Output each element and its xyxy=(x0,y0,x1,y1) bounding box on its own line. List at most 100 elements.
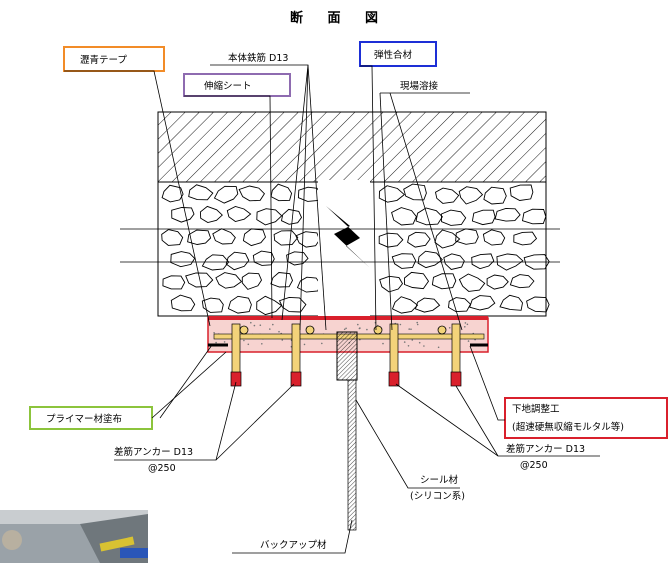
label-pitch-right: @250 xyxy=(520,460,548,471)
aggregate-stone xyxy=(171,207,195,223)
label-anchor-right: 差筋アンカー D13 xyxy=(506,443,585,455)
aggregate-stone xyxy=(407,231,431,248)
aggregate-stone xyxy=(434,187,460,204)
aggregate-stone xyxy=(278,296,307,313)
mortar-speck xyxy=(358,327,361,330)
rebar-anchor xyxy=(450,323,462,387)
aggregate-stone xyxy=(417,250,443,269)
rebar-cross-section xyxy=(373,325,383,335)
aggregate-stone xyxy=(414,297,441,313)
aggregate-stone xyxy=(238,185,265,202)
label-primer: プライマー材塗布 xyxy=(46,413,122,425)
site-photo-thumbnail xyxy=(0,510,148,563)
mortar-speck xyxy=(399,323,402,326)
aggregate-stone xyxy=(523,254,550,270)
label-rebar-main: 本体鉄筋 D13 xyxy=(228,52,288,64)
aggregate-stone xyxy=(185,272,214,288)
sealant-column xyxy=(347,379,357,531)
aggregate-stone xyxy=(415,207,443,226)
aggregate-stone xyxy=(201,254,230,271)
mortar-speck xyxy=(247,343,250,346)
mortar-speck xyxy=(243,339,245,342)
diagram-title: 断 面 図 xyxy=(290,10,388,26)
mortar-speck xyxy=(408,328,411,330)
joint-gap xyxy=(318,180,370,316)
label-elastic: 弾性合材 xyxy=(374,49,413,61)
mortar-speck xyxy=(303,343,306,346)
rebar-anchor xyxy=(388,323,400,387)
aggregate-stone xyxy=(297,186,322,202)
mortar-speck xyxy=(269,328,271,330)
mortar-speck xyxy=(407,345,410,347)
mortar-speck xyxy=(416,321,419,324)
mortar-speck xyxy=(223,341,226,343)
callout-box-base-adjust xyxy=(504,397,668,439)
aggregate-stone xyxy=(256,295,283,316)
mortar-speck xyxy=(423,345,425,347)
aggregate-stone xyxy=(471,253,495,270)
aggregate-stone xyxy=(458,273,486,292)
label-sealant-note: (シリコン系) xyxy=(410,491,465,502)
mortar-speck xyxy=(253,324,256,327)
aggregate-stone xyxy=(440,209,467,226)
aggregate-stone xyxy=(241,272,263,290)
mortar-speck xyxy=(345,327,347,330)
aggregate-stone xyxy=(213,185,239,204)
label-base-adjust: 下地調整工 xyxy=(512,403,560,415)
aggregate-stone xyxy=(226,206,252,222)
label-anchor-left: 差筋アンカー D13 xyxy=(114,446,193,458)
pavement-layer xyxy=(157,111,547,183)
aggregate-stone xyxy=(188,184,214,201)
mortar-speck xyxy=(411,339,414,341)
mortar-speck xyxy=(261,343,263,345)
mortar-speck xyxy=(416,323,419,326)
mortar-speck xyxy=(259,324,262,327)
aggregate-stone xyxy=(187,229,212,245)
aggregate-stone xyxy=(391,207,417,226)
mortar-speck xyxy=(448,327,451,329)
mortar-speck xyxy=(281,339,284,341)
aggregate-stone xyxy=(201,297,224,313)
aggregate-stone xyxy=(212,228,236,245)
mortar-speck xyxy=(418,341,421,344)
label-sealant: シール材 xyxy=(420,474,459,486)
aggregate-stone xyxy=(482,229,506,246)
aggregate-stone xyxy=(404,271,430,290)
rebar-anchor xyxy=(230,323,242,387)
mortar-speck xyxy=(410,328,412,331)
label-backup: バックアップ材 xyxy=(260,539,327,551)
aggregate-stone xyxy=(225,251,250,271)
aggregate-stone xyxy=(242,228,267,247)
mortar-speck xyxy=(403,341,406,343)
aggregate-stone xyxy=(379,275,404,293)
joint-plate xyxy=(336,331,358,381)
aggregate-stone xyxy=(494,208,521,222)
label-asphalt-tape: 瀝青テープ xyxy=(80,54,127,66)
aggregate-stone xyxy=(448,297,472,313)
mortar-speck xyxy=(321,342,323,345)
aggregate-stone xyxy=(431,273,457,290)
aggregate-stone xyxy=(499,294,523,311)
aggregate-stone xyxy=(458,186,484,205)
aggregate-stone xyxy=(170,294,196,312)
aggregate-stone xyxy=(443,253,465,270)
rebar-cross-section xyxy=(305,325,315,335)
callout-box-elastic xyxy=(359,41,437,67)
aggregate-stone xyxy=(509,274,535,289)
aggregate-stone xyxy=(378,232,404,248)
aggregate-stone xyxy=(227,295,252,314)
aggregate-stone xyxy=(509,184,534,201)
aggregate-stone xyxy=(273,230,299,246)
aggregate-stone xyxy=(391,296,419,314)
aggregate-stone xyxy=(252,250,275,266)
mortar-speck xyxy=(357,323,359,326)
mortar-speck xyxy=(382,342,384,345)
mortar-speck xyxy=(215,341,217,344)
aggregate-stone xyxy=(378,185,406,203)
rebar-cross-section xyxy=(239,325,249,335)
aggregate-stone xyxy=(486,274,509,290)
aggregate-stone xyxy=(483,186,507,205)
mortar-speck xyxy=(466,323,469,326)
aggregate-stone xyxy=(215,272,243,289)
